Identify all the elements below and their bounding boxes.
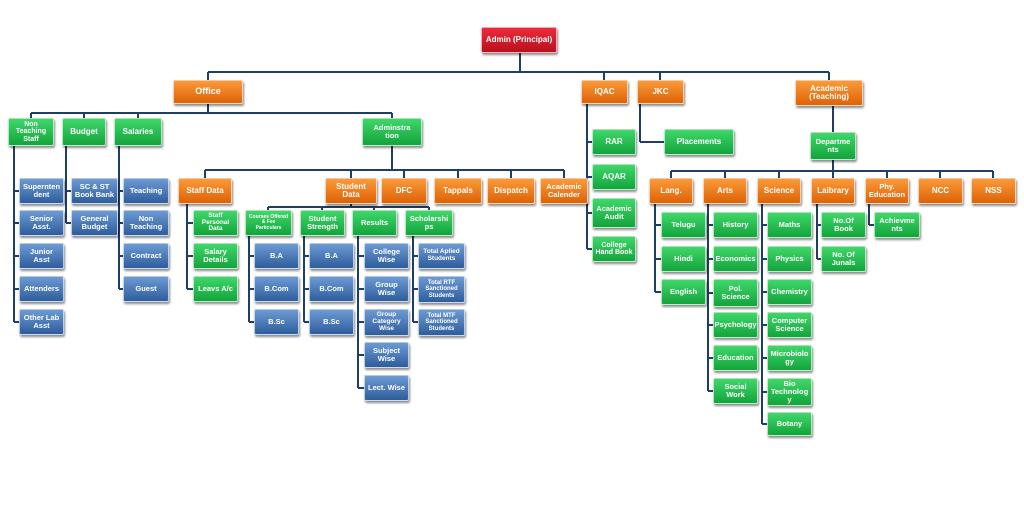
- node-courses-offered: Courses Offered & Fee Particulars: [245, 210, 292, 236]
- node-economics: Economics: [713, 246, 758, 272]
- node-sal-contract: Contract: [123, 243, 169, 269]
- node-bio-technology: Bio Technolog y: [767, 378, 812, 406]
- node-iqac: IQAC: [581, 80, 628, 104]
- node-sal-non-teaching: Non Teaching: [123, 210, 169, 236]
- node-computer-science: Computer Science: [767, 312, 812, 338]
- node-placements: Placements: [664, 129, 734, 155]
- node-psychology: Psychology: [713, 312, 758, 338]
- node-staff-data: Staff Data: [178, 178, 232, 204]
- node-ncc: NCC: [918, 178, 963, 204]
- node-superintendent: Supernten dent: [19, 178, 64, 204]
- node-no-of-book: No.Of Book: [821, 212, 866, 238]
- node-total-aplied: Total Aplied Students: [418, 243, 465, 269]
- node-non-teaching-staff: Non Teaching Staff: [8, 118, 54, 146]
- node-senior-asst: Senior Asst.: [19, 210, 64, 236]
- node-admin: Admin (Principal): [481, 27, 557, 53]
- node-junior-asst: Junior Asst: [19, 243, 64, 269]
- node-results: Results: [352, 210, 397, 236]
- node-departments: Departme nts: [810, 132, 856, 160]
- node-pol-science: Pol. Science: [713, 279, 758, 307]
- node-no-of-junals: No. Of Junals: [821, 246, 866, 272]
- node-english: English: [661, 279, 706, 305]
- node-laibrary: Laibrary: [811, 178, 855, 204]
- node-chemistry: Chemistry: [767, 279, 812, 305]
- node-rar: RAR: [592, 129, 636, 155]
- node-college-hand-book: College Hand Book: [592, 236, 636, 262]
- node-salaries: Salaries: [114, 118, 162, 146]
- node-office: Office: [173, 80, 243, 104]
- node-co-bcom: B.Com: [254, 276, 299, 302]
- node-ss-bcom: B.Com: [309, 276, 354, 302]
- node-phy-education: Phy. Education: [865, 178, 909, 204]
- node-other-lab-asst: Other Lab Asst: [19, 309, 64, 335]
- node-social-work: Social Work: [713, 378, 758, 404]
- node-group-wise: Group Wise: [364, 276, 409, 302]
- node-academic: Academic (Teaching): [795, 80, 863, 106]
- node-college-wise: College Wise: [364, 243, 409, 269]
- node-student-strength: Student Strength: [300, 210, 345, 236]
- node-subject-wise: Subject Wise: [364, 342, 409, 368]
- node-co-bsc: B.Sc: [254, 309, 299, 335]
- node-botany: Botany: [767, 412, 812, 436]
- node-tappals: Tappals: [434, 178, 482, 204]
- node-ss-ba: B.A: [309, 243, 354, 269]
- node-dfc: DFC: [381, 178, 427, 204]
- node-sal-guest: Guest: [123, 276, 169, 302]
- node-total-rtf: Total RTF Sanctioned Students: [418, 276, 465, 303]
- node-ss-bsc: B.Sc: [309, 309, 354, 335]
- node-scholarships: Scholarshi ps: [405, 210, 453, 236]
- node-nss: NSS: [971, 178, 1016, 204]
- node-lect-wise: Lect. Wise: [364, 375, 409, 401]
- node-aqar: AQAR: [592, 164, 636, 190]
- node-general-budget: General Budget: [71, 210, 118, 236]
- node-science: Science: [757, 178, 801, 204]
- node-maths: Maths: [767, 212, 812, 238]
- node-group-category-wise: Group Category Wise: [364, 309, 409, 336]
- node-arts: Arts: [703, 178, 747, 204]
- node-salary-details: Salary Details: [193, 243, 238, 269]
- node-telugu: Telugu: [661, 212, 706, 238]
- node-academic-audit: Academic Audit: [592, 198, 636, 228]
- node-staff-personal-data: Staff Personal Data: [193, 210, 238, 236]
- node-sal-teaching: Teaching: [123, 178, 169, 204]
- node-budget: Budget: [62, 118, 106, 146]
- node-jkc: JKC: [637, 80, 684, 104]
- node-dispatch: Dispatch: [487, 178, 535, 204]
- node-achievments: Achievme nts: [874, 212, 920, 238]
- node-education: Education: [713, 345, 758, 371]
- node-total-mtf: Total MTF Sanctioned Students: [418, 309, 465, 336]
- node-leavs-ac: Leavs A/c: [193, 276, 238, 302]
- node-hindi: Hindi: [661, 246, 706, 272]
- node-academic-calender: Academic Calender: [540, 178, 588, 204]
- node-physics: Physics: [767, 246, 812, 272]
- node-lang: Lang.: [649, 178, 693, 204]
- node-student-data: Student Data: [325, 178, 377, 204]
- node-co-ba: B.A: [254, 243, 299, 269]
- node-sc-st-book-bank: SC & ST Book Bank: [71, 178, 118, 204]
- node-history: History: [713, 212, 758, 238]
- node-microbiology: Microbiolo gy: [767, 345, 812, 371]
- node-administration: Adminstra tion: [362, 118, 422, 146]
- node-attenders: Attenders: [19, 276, 64, 302]
